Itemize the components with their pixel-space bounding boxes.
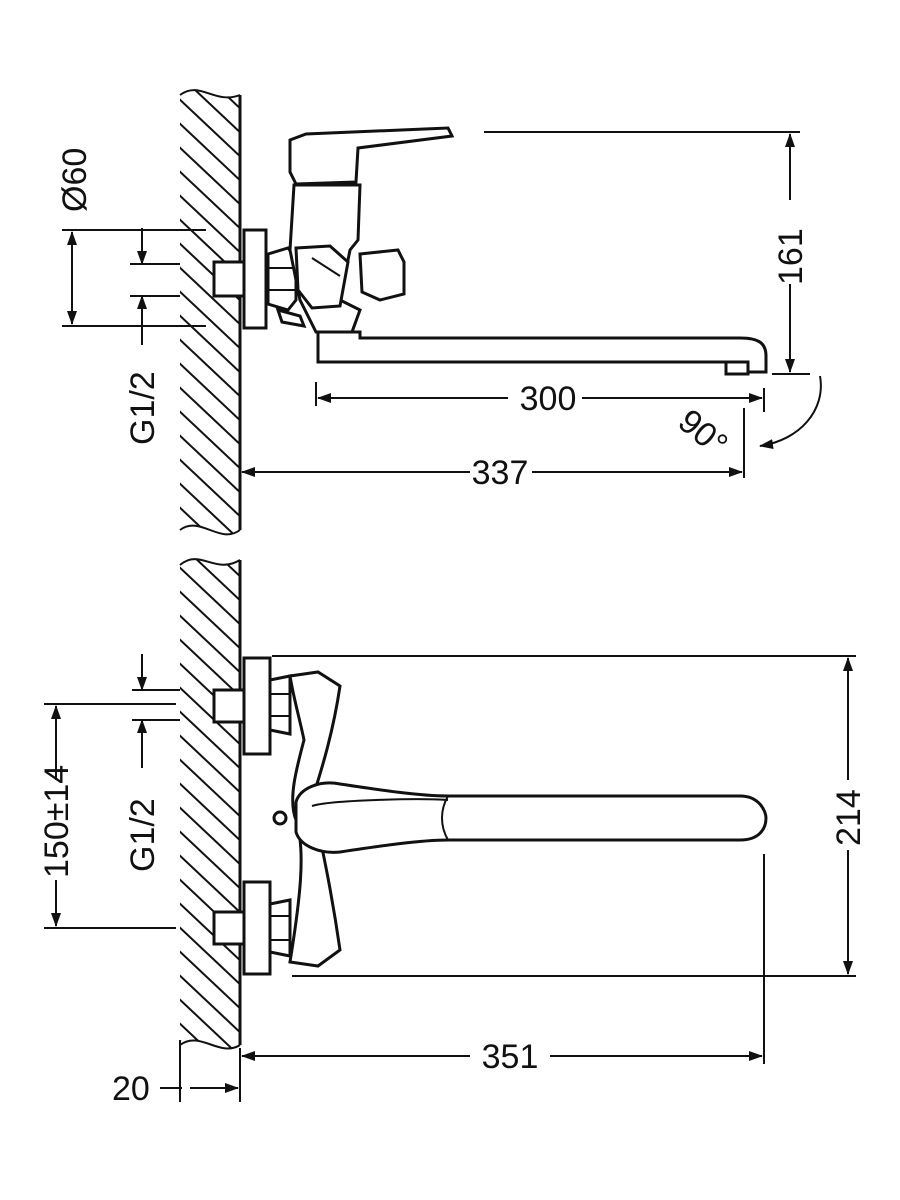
dim-height-label-top: 161 (772, 228, 810, 285)
wall-hatch-line (180, 90, 240, 113)
wall-hatch-line (180, 263, 240, 329)
dim-thread-label-front: G1/2 (124, 798, 162, 872)
faucet-front-view (212, 656, 768, 976)
wall-hatch-line (180, 167, 240, 233)
front-view: 150±14 G1/2 214 351 (38, 468, 868, 1132)
wall-hatch-line (180, 851, 240, 917)
wall-hatch-line (180, 899, 240, 965)
wall-hatch-line (180, 503, 240, 535)
wall-hatch-line (180, 779, 240, 845)
wall-hatch-line (180, 707, 240, 773)
wall-hatch-line (176, 1068, 244, 1132)
wall-hatch-line (180, 90, 240, 137)
dim-length-351: 351 (241, 854, 765, 1076)
wall-hatch-line (180, 827, 240, 893)
wall-hatch-line (176, 24, 244, 88)
dim-wall-20: 20 (112, 1040, 241, 1108)
wall-hatch-line (180, 803, 240, 869)
dim-total-label: 337 (472, 454, 529, 492)
wall-hatch-line (180, 923, 240, 989)
wall-hatch-line (180, 359, 240, 425)
wall-hatch-line (180, 1043, 240, 1049)
wall-hatch-line (180, 383, 240, 449)
dim-angle-90: 90° (671, 375, 822, 478)
wall-hatch-line (180, 287, 240, 353)
dim-centers-label: 150±14 (38, 765, 76, 878)
wall-hatch-line (176, 492, 244, 556)
wall-section-top (176, 0, 244, 536)
top-view: Ø60 G1/2 161 300 (56, 0, 822, 536)
wall-hatch-line (180, 119, 240, 185)
wall-hatch-line (180, 611, 240, 677)
wall-hatch-line (180, 95, 240, 161)
dim-height-161: 161 (484, 131, 810, 375)
dim-wall-label: 20 (112, 1070, 150, 1108)
dim-total-337: 337 (241, 454, 743, 492)
dim-thread-top: G1/2 (124, 228, 180, 445)
wall-hatch-line (180, 191, 240, 257)
wall-hatch-line (180, 559, 240, 605)
dim-length-label: 351 (482, 1038, 539, 1076)
wall-hatch-line (180, 995, 240, 1049)
dim-thread-front: G1/2 (124, 654, 180, 872)
wall-hatch-line (180, 971, 240, 1037)
wall-hatch-line (180, 683, 240, 749)
wall-section-bottom (176, 468, 244, 1132)
wall-hatch-line (180, 1019, 240, 1049)
faucet-side-view (212, 126, 768, 376)
wall-hatch-line (180, 431, 240, 497)
dim-height-label-front: 214 (830, 789, 868, 846)
dim-angle-label: 90° (671, 402, 735, 464)
wall-hatch-line (176, 468, 244, 532)
wall-hatch-line (180, 587, 240, 653)
dim-spout-label: 300 (520, 380, 577, 418)
wall-hatch-line (180, 479, 240, 535)
wall-hatch-line (180, 407, 240, 473)
wall-hatch-line (180, 143, 240, 209)
dim-height-214: 214 (272, 655, 868, 977)
wall-hatch-line (180, 755, 240, 821)
wall-hatch-line (180, 335, 240, 401)
wall-hatch-line (180, 563, 240, 629)
wall-hatch-line (180, 455, 240, 521)
wall-hatch-line (180, 559, 240, 581)
wall-hatch-line (180, 947, 240, 1013)
dim-spout-300: 300 (315, 380, 765, 418)
wall-hatch-line (176, 0, 244, 64)
wall-hatch-line (180, 311, 240, 377)
dim-diameter-label: Ø60 (56, 148, 94, 212)
dim-thread-label-top: G1/2 (124, 371, 162, 445)
wall-hatch-line (180, 731, 240, 797)
dim-diameter-60: Ø60 (56, 148, 206, 327)
dim-centers-150: 150±14 (38, 703, 176, 929)
